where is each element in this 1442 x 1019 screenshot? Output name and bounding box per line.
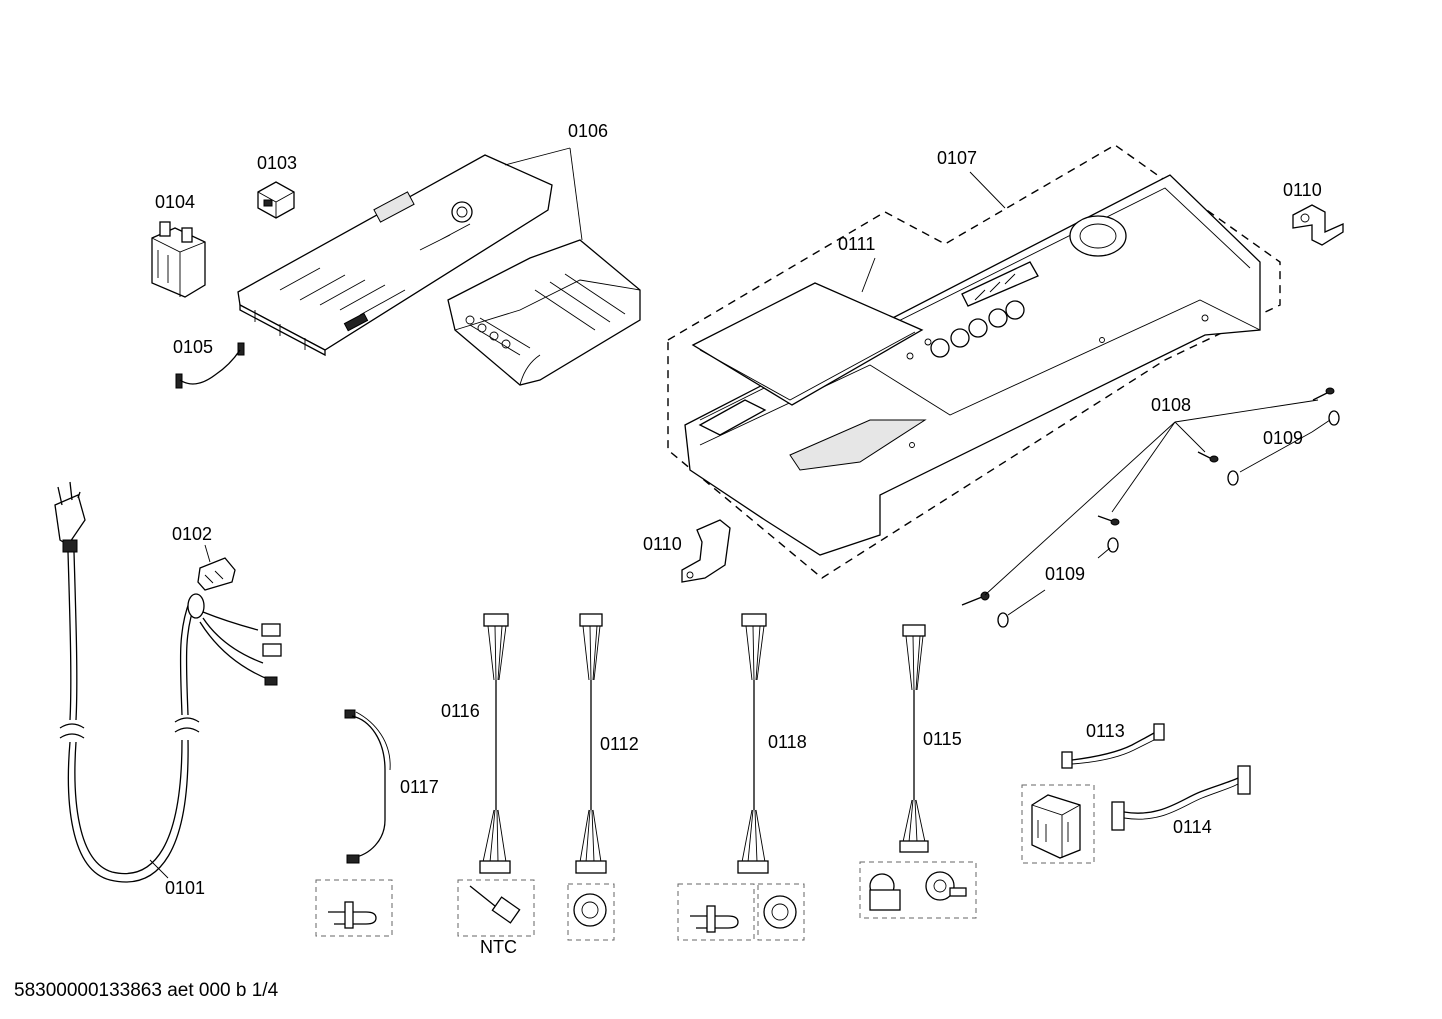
heater-element-icon [328,901,377,929]
label-0103: 0103 [257,153,297,173]
label-0101: 0101 [165,878,205,898]
part-0117-cable [344,709,391,864]
label-0106: 0106 [568,121,608,141]
label-0105: 0105 [173,337,213,357]
part-0116-cable [479,613,511,874]
label-0104: 0104 [155,192,195,212]
label-0117: 0117 [400,777,439,797]
ntc-sensor-icon [469,885,521,924]
heater-box-0118 [677,883,755,941]
plug [54,481,86,553]
pressure-switch-box-0118 [757,883,805,941]
heater-element-icon [690,905,739,933]
leader-0109-top [1311,419,1331,433]
pressure-switch-box-0112 [567,883,615,941]
part-0118-cable [737,613,769,874]
leader-0109-bottom [1007,589,1046,616]
leader-0109-top [1239,431,1313,473]
part-0101-power-cord [54,481,205,883]
label-0107: 0107 [937,148,977,168]
part-0110-clip-left [681,519,731,583]
screw [961,591,990,606]
part-0109-washers [997,410,1340,628]
label-0111: 0111 [838,234,875,254]
label-0109-top: 0109 [1263,428,1303,448]
pressure-switch-icon [763,895,797,929]
leader-0111 [861,257,876,293]
part-0112-cable [575,613,607,874]
switch-box-0115 [859,861,977,919]
leader-0109-bottom [1097,547,1111,559]
ntc-box [457,879,535,937]
part-0107-control-panel [684,174,1261,556]
part-0105-cable [175,342,245,389]
label-0102: 0102 [172,524,212,544]
part-0115-cable [899,624,929,853]
label-0108: 0108 [1151,395,1191,415]
part-0113-cable [1061,723,1165,769]
group-outline-0107 [667,144,1281,579]
part-0102-terminal [197,557,282,686]
part-0106-detergent-tray [447,239,641,386]
switch-icon [925,871,967,901]
door-lock-icon [1031,794,1081,859]
label-0109-bottom: 0109 [1045,564,1085,584]
part-0114-cable [1111,765,1251,831]
label-0110-left: 0110 [643,534,682,554]
leader-0101 [149,859,169,879]
part-0106-control-module [237,154,553,357]
screw [1197,451,1219,463]
screw [1097,515,1120,526]
switch-icon [869,873,901,911]
door-lock-box [1021,784,1095,864]
label-0115: 0115 [923,729,962,749]
label-0118: 0118 [768,732,807,752]
ntc-label: NTC [480,937,517,957]
label-0116: 0116 [441,701,480,721]
heater-box-0117 [315,879,393,937]
leader-0107 [969,171,1006,209]
part-0103-connector-block [257,181,295,219]
part-0111-panel-foil [691,282,924,406]
part-0104-filter [151,221,206,298]
leader-0106 [504,147,571,166]
part-0108-screws [961,387,1335,606]
leader-0106 [569,147,583,241]
label-0113: 0113 [1086,721,1125,741]
document-code: 58300000133863 aet 000 b 1/4 [14,980,279,1001]
pressure-switch-icon [573,893,607,927]
leader-0102 [204,544,211,563]
label-0114: 0114 [1173,817,1212,837]
leader-0108 [984,399,1319,596]
label-0112: 0112 [600,734,639,754]
part-0110-clip-right [1292,204,1344,246]
screw [1312,387,1335,401]
label-0110-top: 0110 [1283,180,1322,200]
